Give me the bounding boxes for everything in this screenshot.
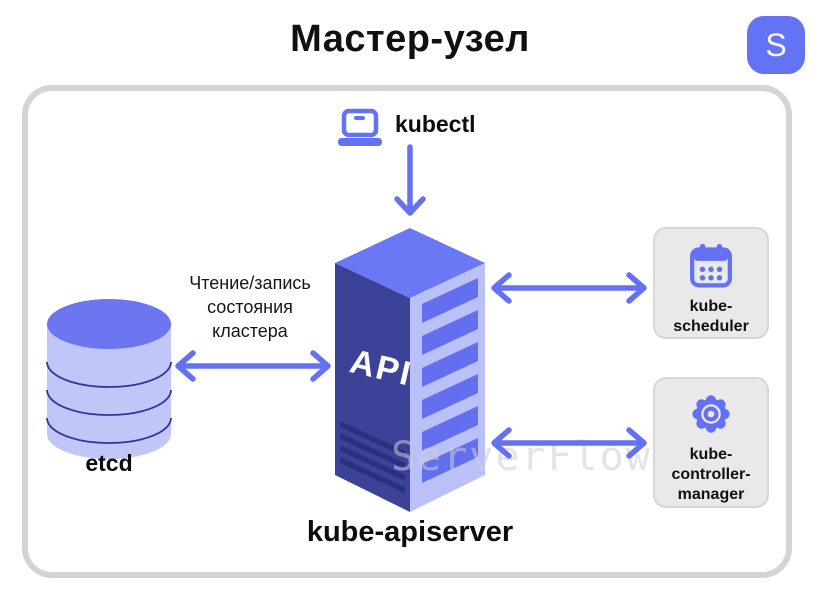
- server-icon: [335, 228, 485, 512]
- brand-logo: S: [747, 16, 805, 74]
- arrow-double-apiserver-controller: [491, 427, 647, 459]
- arrow-double-apiserver-scheduler: [491, 272, 647, 304]
- gear-icon: [692, 395, 730, 433]
- arrow-down-kubectl-to-apiserver: [394, 144, 426, 216]
- etcd-annotation: Чтение/запись состояния кластера: [170, 271, 330, 343]
- database-icon: [46, 299, 172, 459]
- kube-apiserver-label: kube-apiserver: [306, 516, 514, 548]
- etcd-label: etcd: [85, 450, 133, 476]
- card-label-line: scheduler: [673, 318, 749, 335]
- annotation-line: Чтение/запись: [189, 273, 311, 293]
- kube-controller-manager-card: kube- controller- manager: [653, 377, 769, 508]
- kube-scheduler-label: kube- scheduler: [673, 297, 749, 337]
- card-label-line: kube-: [689, 446, 733, 463]
- master-node-frame: [22, 85, 792, 578]
- page-title: Мастер-узел: [290, 18, 530, 60]
- kubectl-label: kubectl: [395, 111, 476, 137]
- annotation-line: состояния: [207, 297, 293, 317]
- card-label-line: manager: [677, 486, 745, 503]
- card-label-line: kube-: [689, 298, 733, 315]
- kube-scheduler-card: kube- scheduler: [653, 227, 769, 339]
- laptop-icon: [338, 108, 382, 146]
- calendar-icon: [690, 243, 732, 288]
- annotation-line: кластера: [212, 321, 288, 341]
- kube-controller-manager-label: kube- controller- manager: [671, 445, 750, 505]
- brand-logo-letter: S: [765, 26, 787, 63]
- card-label-line: controller-: [671, 466, 751, 483]
- arrow-double-etcd-apiserver: [175, 350, 331, 382]
